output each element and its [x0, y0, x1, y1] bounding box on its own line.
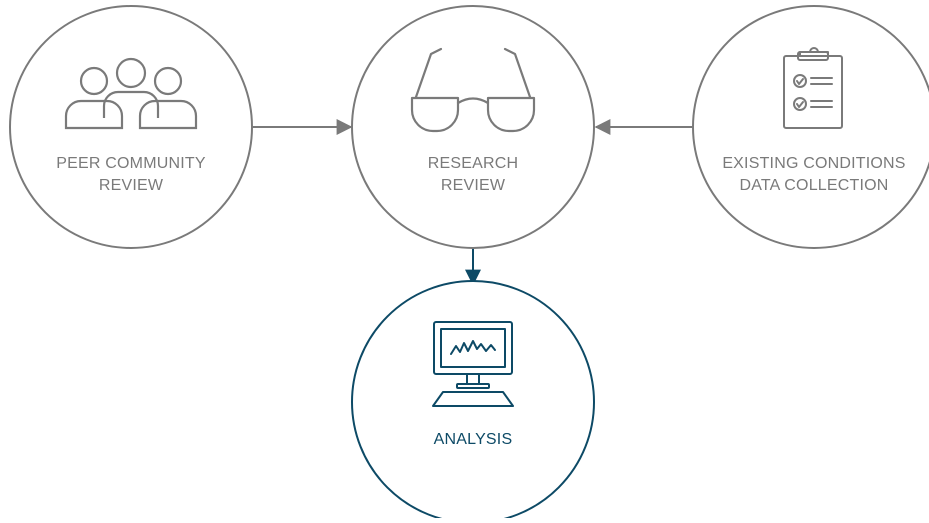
node-existing-label-line2: DATA COLLECTION	[739, 177, 888, 194]
node-existing-conditions: EXISTING CONDITIONS DATA COLLECTION	[692, 5, 929, 249]
computer-monitor-chart-icon	[432, 321, 514, 407]
node-research-label-line2: REVIEW	[441, 177, 506, 194]
node-peer-community-review: PEER COMMUNITY REVIEW	[9, 5, 253, 249]
eyeglasses-icon	[410, 47, 536, 133]
node-peer-label-line2: REVIEW	[99, 177, 164, 194]
node-research-review: RESEARCH REVIEW	[351, 5, 595, 249]
node-existing-label-line1: EXISTING CONDITIONS	[722, 155, 905, 172]
node-analysis-label: ANALYSIS	[434, 431, 513, 448]
clipboard-checklist-icon	[783, 47, 843, 129]
node-peer-label-line1: PEER COMMUNITY	[56, 155, 206, 172]
people-group-icon	[64, 57, 198, 130]
node-research-label-line1: RESEARCH	[428, 155, 519, 172]
node-analysis: ANALYSIS	[351, 280, 595, 518]
